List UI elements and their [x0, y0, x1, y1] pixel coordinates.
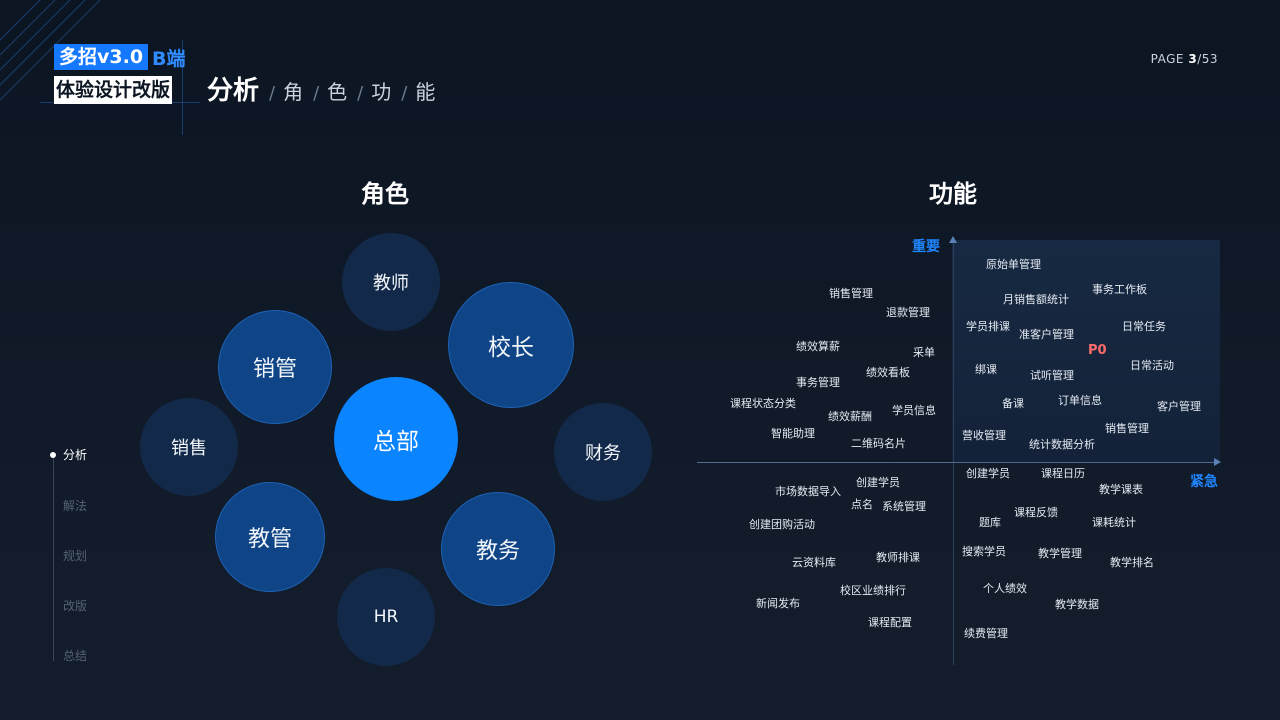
page-title-main: 分析	[207, 76, 260, 106]
page-total: /53	[1197, 52, 1218, 66]
feature-label: 退款管理	[886, 306, 930, 319]
feature-label: 创建学员	[966, 467, 1010, 480]
feature-label: 订单信息	[1058, 394, 1102, 407]
feature-label: 课程状态分类	[730, 397, 796, 410]
feature-label: 采单	[913, 346, 935, 359]
axis-label-urgent: 紧急	[1190, 474, 1218, 490]
feature-label: 课耗统计	[1092, 516, 1136, 529]
breadcrumb-item: /功	[357, 80, 392, 104]
nav-item-planning[interactable]: 规划	[63, 549, 88, 563]
priority-quadrant-highlight	[952, 240, 1220, 462]
feature-label: 学员信息	[892, 404, 936, 417]
feature-label: 题库	[979, 516, 1001, 529]
feature-label: 续费管理	[964, 627, 1008, 640]
axis-label-important: 重要	[912, 239, 940, 255]
importance-axis	[953, 240, 954, 665]
nav-active-dot	[50, 452, 56, 458]
breadcrumb-item: /能	[401, 80, 436, 104]
feature-label: 事务工作板	[1092, 283, 1147, 296]
page-title: 分析 /角 /色 /功 /能	[207, 70, 435, 107]
feature-label: 系统管理	[882, 500, 926, 513]
page-current: 3	[1188, 52, 1198, 66]
feature-label: 点名	[851, 498, 873, 511]
role-bubble-headquarters: 总部	[334, 377, 458, 501]
feature-label: 客户管理	[1157, 400, 1201, 413]
feature-label: 智能助理	[771, 427, 815, 440]
feature-label: 课程日历	[1041, 467, 1085, 480]
page-label: PAGE	[1150, 52, 1184, 66]
priority-p0-label: P0	[1088, 343, 1107, 358]
feature-label: 教师排课	[876, 551, 920, 564]
axis-arrow-up-icon	[949, 236, 957, 243]
feature-label: 绩效算薪	[796, 340, 840, 353]
urgency-axis	[697, 462, 1217, 463]
features-section-title: 功能	[929, 180, 977, 208]
decorative-vertical-line	[182, 40, 183, 135]
feature-label: 云资料库	[792, 556, 836, 569]
brand-product-name: 多招v3.0	[54, 44, 149, 70]
feature-label: 绩效薪酬	[828, 410, 872, 423]
feature-label: 新闻发布	[756, 597, 800, 610]
breadcrumb-item: /角	[269, 80, 304, 104]
feature-label: 备课	[1002, 397, 1024, 410]
page-indicator: PAGE 3/53	[1151, 52, 1218, 66]
roles-section-title: 角色	[361, 180, 409, 208]
feature-label: 校区业绩排行	[840, 584, 906, 597]
breadcrumb-item: /色	[313, 80, 348, 104]
feature-label: 课程配置	[868, 616, 912, 629]
feature-label: 个人绩效	[983, 582, 1027, 595]
feature-label: 月销售额统计	[1003, 293, 1069, 306]
feature-label: 教学管理	[1038, 547, 1082, 560]
role-bubble-teacher: 教师	[342, 233, 440, 331]
feature-label: 销售管理	[829, 287, 873, 300]
feature-label: 搜索学员	[962, 545, 1006, 558]
feature-label: 绩效看板	[866, 366, 910, 379]
role-bubble-education-manager: 教管	[215, 482, 325, 592]
feature-label: 销售管理	[1105, 422, 1149, 435]
feature-label: 市场数据导入	[775, 485, 841, 498]
feature-label: 教学排名	[1110, 556, 1154, 569]
nav-item-solution[interactable]: 解法	[63, 499, 88, 513]
feature-label: 创建学员	[856, 476, 900, 489]
feature-label: 营收管理	[962, 429, 1006, 442]
feature-label: 原始单管理	[986, 258, 1041, 271]
nav-track-line	[53, 456, 54, 661]
nav-item-analysis[interactable]: 分析	[63, 448, 88, 462]
feature-label: 统计数据分析	[1029, 438, 1095, 451]
feature-label: 日常任务	[1122, 320, 1166, 333]
feature-label: 教学课表	[1099, 483, 1143, 496]
role-bubble-finance: 财务	[554, 403, 652, 501]
axis-arrow-right-icon	[1214, 458, 1221, 466]
feature-label: 二维码名片	[851, 437, 906, 450]
brand-subtitle: 体验设计改版	[54, 76, 173, 104]
nav-item-summary[interactable]: 总结	[63, 649, 88, 663]
role-bubble-sales-manager: 销管	[218, 310, 332, 424]
role-bubble-sales: 销售	[140, 398, 238, 496]
feature-label: 准客户管理	[1019, 328, 1074, 341]
feature-label: 教学数据	[1055, 598, 1099, 611]
feature-label: 学员排课	[966, 320, 1010, 333]
feature-label: 创建团购活动	[749, 518, 815, 531]
role-bubble-principal: 校长	[448, 282, 574, 408]
nav-item-redesign[interactable]: 改版	[63, 599, 88, 613]
feature-label: 试听管理	[1030, 369, 1074, 382]
feature-label: 课程反馈	[1014, 506, 1058, 519]
feature-label: 事务管理	[796, 376, 840, 389]
feature-label: 日常活动	[1130, 359, 1174, 372]
role-bubble-academic-affairs: 教务	[441, 492, 555, 606]
role-bubble-hr: HR	[337, 568, 435, 666]
feature-label: 绑课	[975, 363, 997, 376]
brand-b-tag: B端	[152, 47, 186, 70]
brand-line-1: 多招v3.0 B端	[54, 44, 186, 70]
